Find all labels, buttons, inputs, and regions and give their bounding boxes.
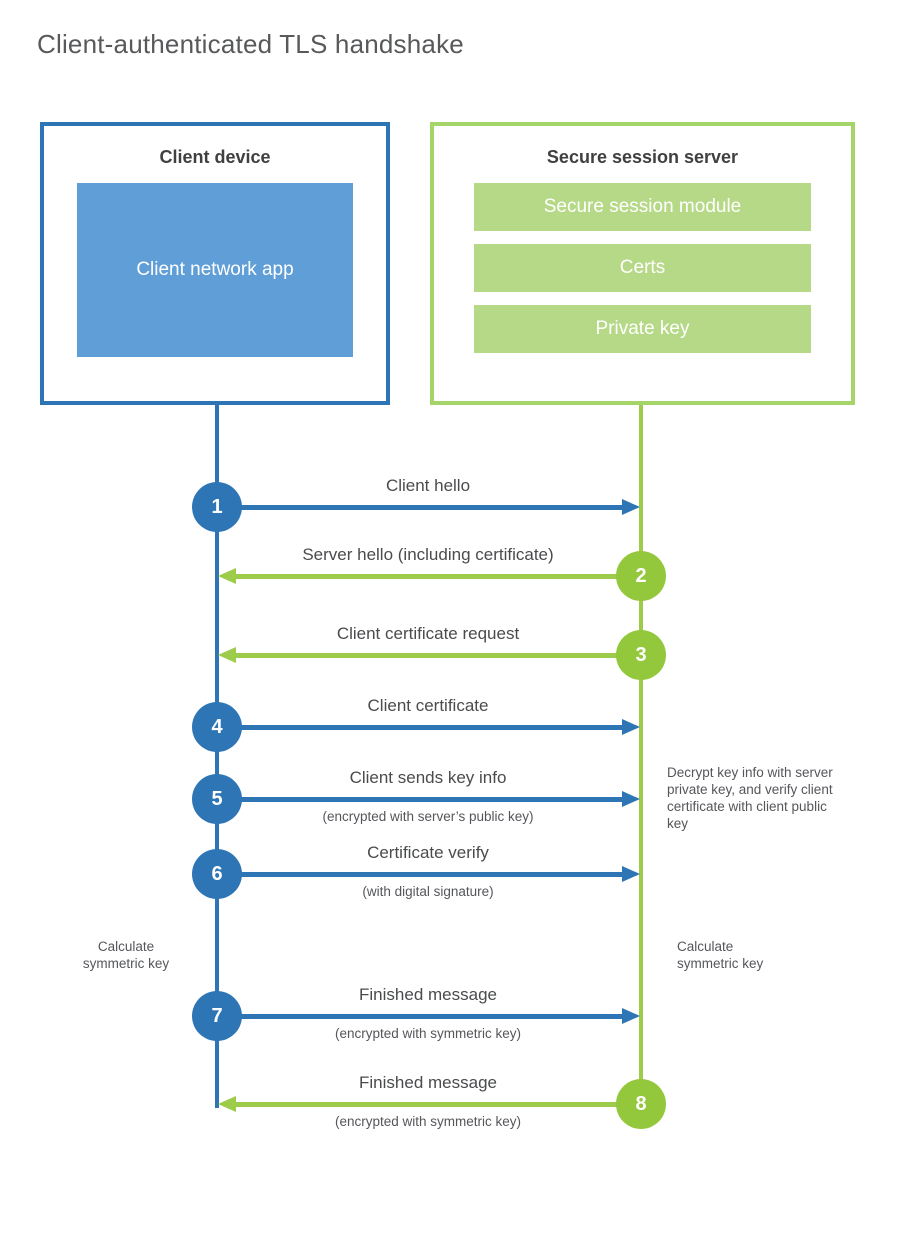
message-sublabel: (with digital signature) — [362, 884, 494, 899]
arrowhead-left-icon — [218, 568, 236, 584]
message-arrow-shaft — [217, 725, 627, 730]
arrowhead-left-icon — [218, 647, 236, 663]
server-decrypt-note: Decrypt key info with server private key… — [667, 765, 833, 831]
message-row-4: Client certificate 4 — [0, 677, 900, 777]
step-circle: 2 — [616, 551, 666, 601]
server-module-bar: Secure session module — [474, 183, 811, 231]
arrowhead-right-icon — [622, 866, 640, 882]
page-title: Client-authenticated TLS handshake — [37, 29, 464, 59]
message-arrow-shaft — [236, 574, 641, 579]
server-module-bar: Certs — [474, 244, 811, 292]
secure-session-server-box: Secure session server Secure session mod… — [430, 122, 855, 405]
secure-session-server-title: Secure session server — [546, 147, 739, 167]
message-arrow-shaft — [236, 653, 641, 658]
step-circle: 5 — [192, 774, 242, 824]
message-sublabel: (encrypted with symmetric key) — [334, 1026, 522, 1041]
server-module-bar: Private key — [474, 305, 811, 353]
message-arrow-shaft — [217, 505, 627, 510]
message-sublabel: (encrypted with symmetric key) — [334, 1114, 522, 1129]
message-label: Certificate verify — [367, 843, 489, 862]
client-network-app-label: Client network app — [136, 259, 294, 281]
message-label: Client sends key info — [349, 768, 507, 787]
client-network-app-box: Client network app — [77, 183, 353, 357]
arrowhead-right-icon — [622, 1008, 640, 1024]
message-sublabel: (encrypted with server’s public key) — [322, 809, 534, 824]
arrowhead-left-icon — [218, 1096, 236, 1112]
message-arrow-shaft — [217, 872, 627, 877]
client-device-box: Client device Client network app — [40, 122, 390, 405]
message-label: Finished message — [359, 1073, 497, 1092]
step-circle: 4 — [192, 702, 242, 752]
client-calc-note: Calculate symmetric key — [82, 939, 170, 971]
step-circle: 1 — [192, 482, 242, 532]
step-circle: 6 — [192, 849, 242, 899]
message-row-5: Client sends key info (encrypted with se… — [0, 749, 900, 849]
message-label: Server hello (including certificate) — [302, 545, 554, 564]
message-arrow-shaft — [217, 797, 627, 802]
message-row-6: Certificate verify (with digital signatu… — [0, 824, 900, 924]
server-calc-note: Calculate symmetric key — [677, 939, 764, 971]
message-label: Client certificate — [367, 696, 489, 715]
server-modules: Secure session module Certs Private key — [434, 183, 851, 353]
message-arrow-shaft — [236, 1102, 641, 1107]
step-circle: 8 — [616, 1079, 666, 1129]
message-arrow-shaft — [217, 1014, 627, 1019]
arrowhead-right-icon — [622, 791, 640, 807]
message-row-3: Client certificate request 3 — [0, 605, 900, 705]
client-lifeline — [215, 405, 219, 1108]
step-circle: 3 — [616, 630, 666, 680]
message-row-8: Finished message (encrypted with symmetr… — [0, 1054, 900, 1154]
message-row-1: Client hello 1 — [0, 457, 900, 557]
server-lifeline — [639, 405, 643, 1104]
arrowhead-right-icon — [622, 719, 640, 735]
arrowhead-right-icon — [622, 499, 640, 515]
message-label: Client hello — [385, 476, 471, 495]
message-label: Client certificate request — [336, 624, 520, 643]
step-circle: 7 — [192, 991, 242, 1041]
message-row-7: Finished message (encrypted with symmetr… — [0, 966, 900, 1066]
message-label: Finished message — [359, 985, 497, 1004]
client-device-title: Client device — [159, 147, 271, 167]
message-row-2: Server hello (including certificate) 2 — [0, 526, 900, 626]
